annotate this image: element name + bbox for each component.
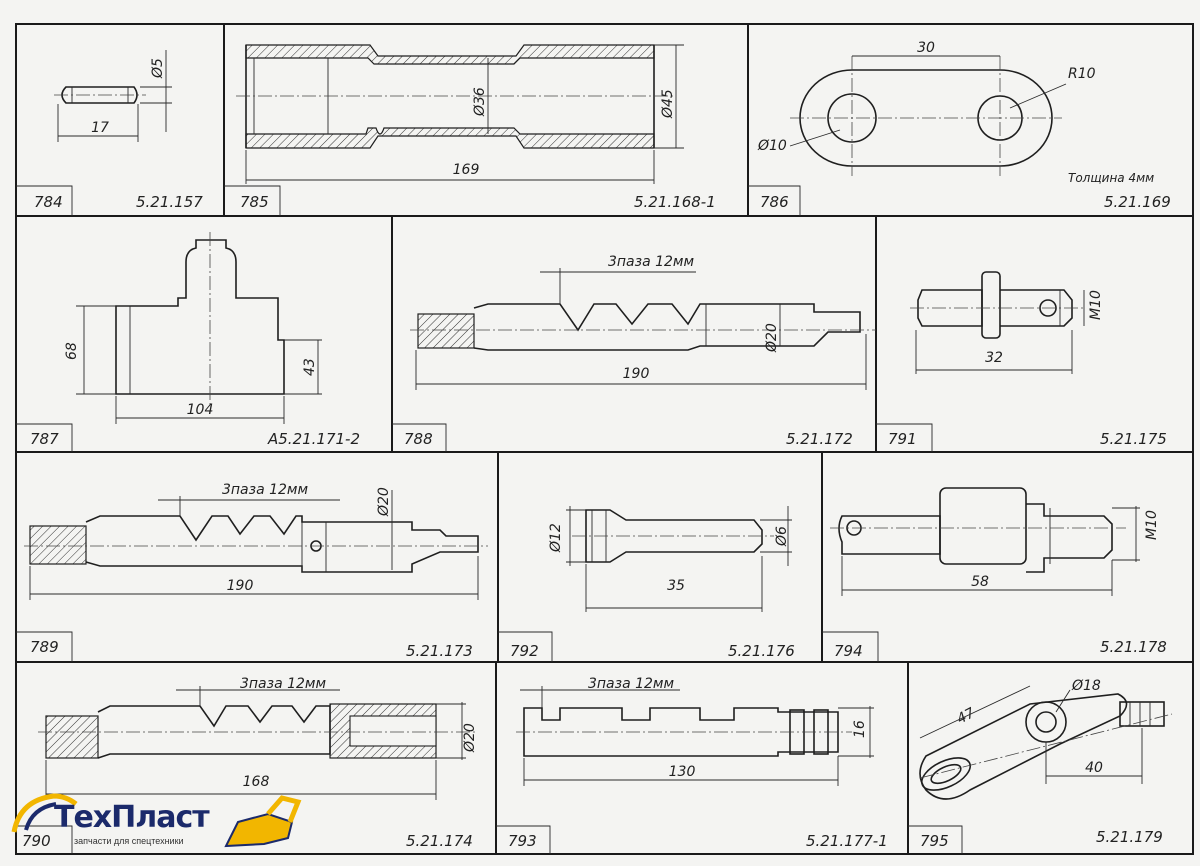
- part-786-link: [789, 55, 1067, 176]
- part-784-pin: [54, 50, 172, 142]
- dim-789-slots: 3паза 12мм: [222, 482, 308, 498]
- dim-787-width: 104: [187, 402, 214, 418]
- dim-786-center-distance: 30: [917, 40, 935, 56]
- dim-788-length: 190: [623, 366, 650, 382]
- dim-790-diameter: Ø20: [462, 723, 478, 753]
- dim-794-thread: М10: [1144, 510, 1160, 540]
- brand-name-part-1: Тех: [54, 800, 112, 835]
- dim-787-height: 68: [64, 342, 80, 360]
- brand-logo[interactable]: ТехПласт запчасти для спецтехники: [6, 792, 306, 858]
- panel-790-code: 5.21.174: [406, 832, 473, 850]
- part-795-lever: [919, 685, 1173, 800]
- dim-790-length: 168: [243, 774, 270, 790]
- dim-790-slots: 3паза 12мм: [240, 676, 326, 692]
- dim-788-slots: 3паза 12мм: [608, 254, 694, 270]
- part-790-shaft: [38, 686, 476, 800]
- panel-785-code: 5.21.168-1: [634, 193, 716, 211]
- dim-786-radius: R10: [1068, 66, 1096, 82]
- part-787-tee: [76, 232, 322, 424]
- part-793-bar: [516, 686, 874, 786]
- dim-795-arm-length: 47: [954, 705, 977, 728]
- brand-tagline: запчасти для спецтехники: [74, 836, 184, 846]
- panel-789-number: 789: [30, 638, 59, 656]
- dim-792-length: 35: [667, 578, 685, 594]
- panel-786-number: 786: [760, 193, 789, 211]
- panel-788-code: 5.21.172: [786, 430, 853, 448]
- dim-793-height: 16: [852, 720, 868, 738]
- brand-name: ТехПласт: [54, 800, 210, 835]
- panel-791-number: 791: [888, 430, 917, 448]
- panel-grid: [15, 23, 1194, 855]
- dim-793-slots: 3паза 12мм: [588, 676, 674, 692]
- panel-785-number: 785: [240, 193, 269, 211]
- panel-793-number: 793: [508, 832, 537, 850]
- panel-792-number: 792: [510, 642, 539, 660]
- part-789-shaft: [24, 490, 488, 600]
- dim-791-length: 32: [985, 350, 1003, 366]
- panel-792-code: 5.21.176: [728, 642, 795, 660]
- panel-786-code: 5.21.169: [1104, 193, 1171, 211]
- panel-793-code: 5.21.177-1: [806, 832, 888, 850]
- panel-790-number: 790: [22, 832, 51, 850]
- dim-792-head-diameter: Ø12: [548, 523, 564, 553]
- panel-794-code: 5.21.178: [1100, 638, 1167, 656]
- panel-789-code: 5.21.173: [406, 642, 473, 660]
- panel-795-number: 795: [920, 832, 949, 850]
- dim-785-outer-diameter: Ø45: [660, 89, 676, 119]
- panel-784-code: 5.21.157: [136, 193, 203, 211]
- dim-784-diameter: Ø5: [150, 58, 166, 79]
- panel-788-number: 788: [404, 430, 433, 448]
- part-785-tube: [236, 44, 684, 184]
- part-792-pin: [566, 506, 792, 612]
- panel-795-code: 5.21.179: [1096, 828, 1163, 846]
- part-786-thickness-note: Толщина 4мм: [1068, 171, 1154, 185]
- dim-787-right-height: 43: [302, 358, 318, 376]
- dim-793-length: 130: [669, 764, 696, 780]
- panel-787-number: 787: [30, 430, 59, 448]
- brand-name-part-2: Пласт: [111, 800, 209, 835]
- panel-784-number: 784: [34, 193, 63, 211]
- dim-789-length: 190: [227, 578, 254, 594]
- part-794-bolt: [830, 487, 1140, 596]
- dim-785-inner-diameter: Ø36: [472, 87, 488, 117]
- dim-784-length: 17: [91, 120, 109, 136]
- dim-788-diameter: Ø20: [764, 323, 780, 353]
- dim-795-offset: 40: [1085, 760, 1103, 776]
- dim-792-tip-diameter: Ø6: [774, 526, 790, 547]
- dim-785-length: 169: [453, 162, 480, 178]
- panel-787-code: А5.21.171-2: [267, 430, 360, 448]
- part-788-shaft: [410, 268, 876, 390]
- dim-786-hole: Ø10: [757, 138, 787, 154]
- dim-791-thread: М10: [1088, 290, 1104, 320]
- dim-795-boss-diameter: Ø18: [1071, 678, 1101, 694]
- dim-794-length: 58: [971, 574, 989, 590]
- excavator-logo-icon: [11, 793, 302, 848]
- part-791-bolt: [910, 271, 1086, 374]
- panel-794-number: 794: [834, 642, 863, 660]
- panel-791-code: 5.21.175: [1100, 430, 1167, 448]
- dim-789-diameter: Ø20: [376, 487, 392, 517]
